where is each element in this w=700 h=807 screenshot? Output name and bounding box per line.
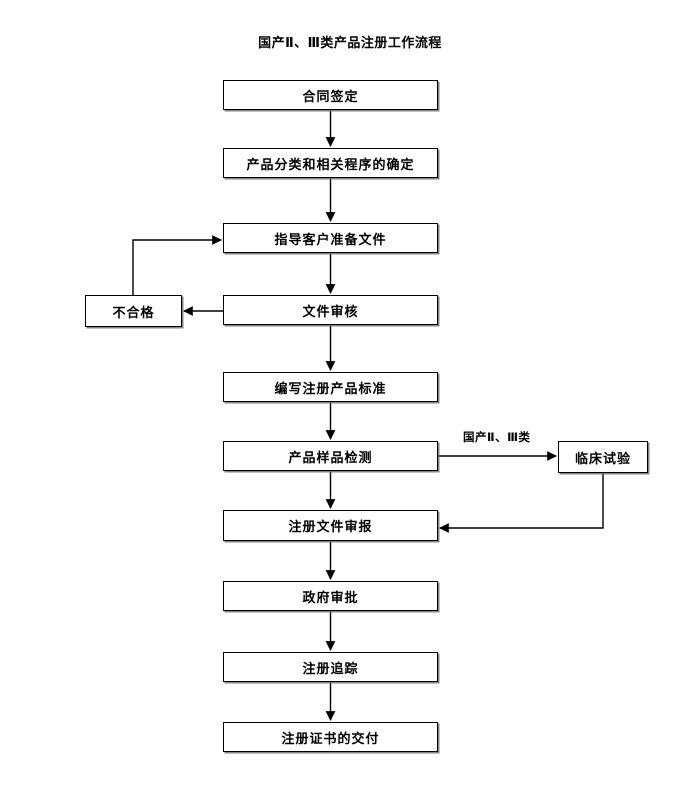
node-government-approval[interactable]: 政府审批 [223,581,438,611]
node-registration-tracking[interactable]: 注册追踪 [223,652,438,682]
node-contract-signing[interactable]: 合同签定 [223,80,438,110]
node-product-classification[interactable]: 产品分类和相关程序的确定 [223,148,438,178]
node-sample-testing[interactable]: 产品样品检测 [223,441,438,471]
node-write-product-standard[interactable]: 编写注册产品标准 [223,372,438,402]
node-guide-client-documents[interactable]: 指导客户准备文件 [223,223,438,253]
page-title: 国产Ⅱ、Ⅲ类产品注册工作流程 [258,36,442,51]
node-clinical-trial[interactable]: 临床试验 [558,441,648,473]
node-registration-submission[interactable]: 注册文件审报 [223,510,438,541]
node-unqualified[interactable]: 不合格 [85,295,182,327]
node-certificate-delivery[interactable]: 注册证书的交付 [223,722,438,752]
node-document-review[interactable]: 文件审核 [223,295,438,325]
connector-reject-n3 [132,235,222,295]
connector-trial-n7 [439,473,604,533]
edge-label-domestic-class-2-3: 国产Ⅱ、Ⅲ类 [463,430,531,444]
